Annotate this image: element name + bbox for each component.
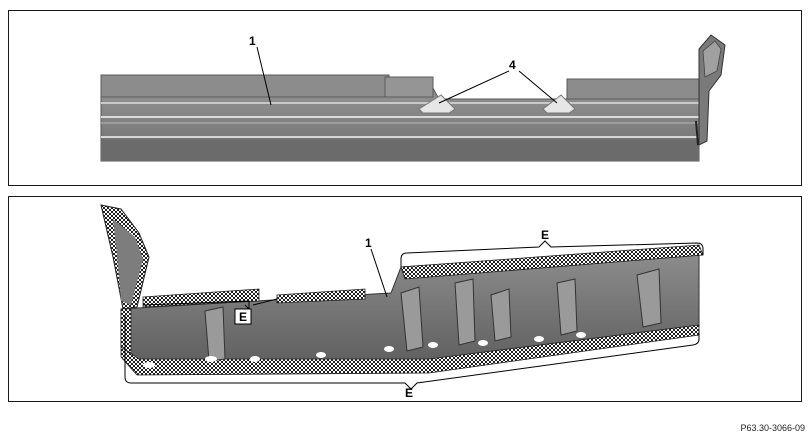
- mounting-hole: [534, 336, 544, 342]
- callout-1: 1: [249, 34, 256, 48]
- rib: [454, 278, 476, 346]
- end-bracket-pin: [695, 120, 699, 146]
- lower-face: [101, 139, 699, 161]
- rib: [204, 306, 226, 362]
- rib: [490, 288, 512, 342]
- rib: [400, 286, 424, 352]
- adhesive-strip-left: [120, 308, 132, 354]
- right-raised-section: [566, 78, 700, 100]
- left-upright: [113, 219, 143, 305]
- callout-e-left: E: [239, 310, 247, 324]
- mounting-hole: [205, 356, 217, 362]
- bottom-detail-panel: 1 E E E: [8, 196, 802, 402]
- callout-e-left-box: [234, 308, 252, 325]
- callout-e-bottom: E: [405, 386, 413, 400]
- leader-line-1: [370, 248, 388, 298]
- top-detail-panel: 1 4: [8, 10, 802, 186]
- leader-line-4b: [518, 70, 558, 104]
- sill-trim-bottom-illustration: 1 E E E: [100, 204, 704, 400]
- mounting-hole: [143, 362, 155, 368]
- adhesive-strip-top-left: [142, 288, 260, 308]
- adhesive-strip-top-mid: [276, 288, 366, 304]
- left-raised-section: [100, 74, 390, 98]
- bracket-e-bottom: [124, 315, 700, 390]
- leader-line-1: [256, 46, 272, 106]
- mounting-hole: [384, 346, 394, 352]
- left-end-cap: [384, 76, 434, 98]
- rib-group: [204, 268, 662, 362]
- callout-4: 4: [509, 58, 516, 72]
- retaining-clip-right: [542, 94, 576, 114]
- bracket-e-left: [142, 298, 278, 311]
- callout-e-top: E: [541, 228, 549, 242]
- rib: [636, 268, 662, 328]
- retaining-clip-left: [418, 94, 456, 114]
- sill-trim-top-illustration: 1 4: [100, 34, 726, 162]
- mounting-hole: [428, 342, 438, 348]
- mounting-hole: [316, 352, 326, 358]
- mounting-hole: [576, 332, 586, 338]
- mounting-holes: [143, 332, 586, 368]
- end-bracket-face: [702, 40, 722, 78]
- mounting-hole: [478, 340, 488, 346]
- bracket-e-top: [400, 240, 704, 267]
- figure-code: P63.30-3066-09: [740, 423, 805, 433]
- mounting-hole: [250, 356, 260, 362]
- leader-line-4a: [438, 70, 510, 104]
- callout-1: 1: [365, 236, 372, 250]
- rib: [556, 278, 578, 336]
